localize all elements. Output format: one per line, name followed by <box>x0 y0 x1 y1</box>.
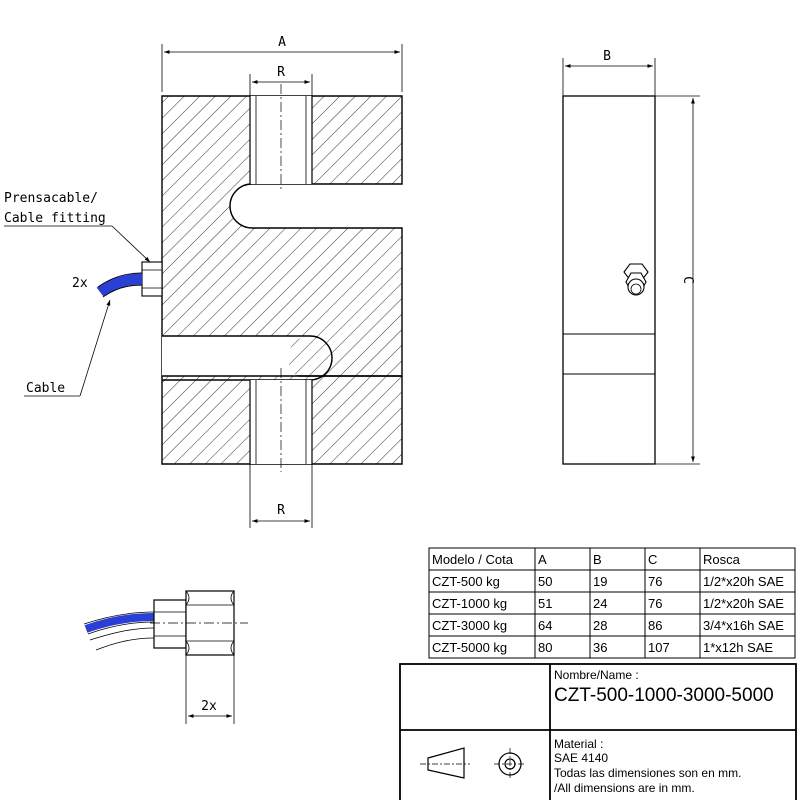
table-cell: 64 <box>538 618 552 633</box>
label-fitting-line2: Cable fitting <box>4 211 106 226</box>
side-view: B C <box>562 49 700 465</box>
projection-symbol-circle-icon <box>494 748 526 780</box>
side-cable-fitting <box>623 263 649 296</box>
table-cell: CZT-5000 kg <box>432 640 507 655</box>
cable-blue <box>96 273 143 297</box>
projection-symbol-cone-icon <box>420 747 470 779</box>
dimension-note-en: /All dimensions are in mm. <box>554 781 695 795</box>
table-header-cell: C <box>648 552 657 567</box>
detail-cable-blue <box>84 613 155 633</box>
table-cell: 3/4*x16h SAE <box>703 618 784 633</box>
table-cell: 86 <box>648 618 662 633</box>
dimension-r-bottom: R <box>249 464 313 528</box>
table-cell: CZT-500 kg <box>432 574 500 589</box>
table-cell: 36 <box>593 640 607 655</box>
table-cell: CZT-1000 kg <box>432 596 507 611</box>
cable-fitting <box>141 261 163 297</box>
dimension-b: B <box>562 49 656 96</box>
dim-a-label: A <box>278 35 286 50</box>
dim-c-label: C <box>680 276 695 284</box>
table-cell: 107 <box>648 640 670 655</box>
table-cell: 1*x12h SAE <box>703 640 773 655</box>
material-value: SAE 4140 <box>554 751 608 765</box>
dimension-note-es: Todas las dimensiones son en mm. <box>554 766 741 780</box>
detail-2x-label: 2x <box>201 699 217 714</box>
s-beam-hatch <box>162 96 402 376</box>
label-fitting-line1: Prensacable/ <box>4 191 98 206</box>
s-beam-body <box>161 95 403 377</box>
material-label: Material : <box>554 737 603 751</box>
thread-hole-top <box>249 84 313 192</box>
name-value: CZT-500-1000-3000-5000 <box>554 685 774 706</box>
table-header-cell: Rosca <box>703 552 741 567</box>
detail-cable-white <box>90 629 155 649</box>
name-label: Nombre/Name : <box>554 668 639 682</box>
label-cable: Cable <box>26 381 65 396</box>
dim-r-bottom-label: R <box>277 503 285 518</box>
dim-r-top-label: R <box>277 65 285 80</box>
table-cell: 80 <box>538 640 552 655</box>
table-cell: 50 <box>538 574 552 589</box>
title-block: Nombre/Name : CZT-500-1000-3000-5000 Mat… <box>399 663 797 800</box>
table-cell: 28 <box>593 618 607 633</box>
front-view: A R R Prensacable/ Cable fitting <box>4 35 403 528</box>
dimension-2x-detail: 2x <box>185 655 235 724</box>
table-cell: 19 <box>593 574 607 589</box>
table-header-cell: Modelo / Cota <box>432 552 514 567</box>
table-header-cell: A <box>538 552 547 567</box>
table-cell: 24 <box>593 596 607 611</box>
table-cell: CZT-3000 kg <box>432 618 507 633</box>
table-cell: 51 <box>538 596 552 611</box>
s-beam-lower-slot <box>162 336 310 380</box>
thread-hole-bottom <box>249 368 313 472</box>
dimension-c: C <box>655 95 700 465</box>
dim-b-label: B <box>603 49 611 64</box>
label-2x-cable: 2x <box>72 276 88 291</box>
table-cell: 76 <box>648 596 662 611</box>
table-header-cell: B <box>593 552 602 567</box>
fitting-detail-view: 2x <box>83 590 248 724</box>
table-cell: 1/2*x20h SAE <box>703 596 784 611</box>
dimension-a: A <box>161 35 403 92</box>
table-cell: 76 <box>648 574 662 589</box>
table-cell: 1/2*x20h SAE <box>703 574 784 589</box>
dimension-r-top: R <box>249 65 313 96</box>
